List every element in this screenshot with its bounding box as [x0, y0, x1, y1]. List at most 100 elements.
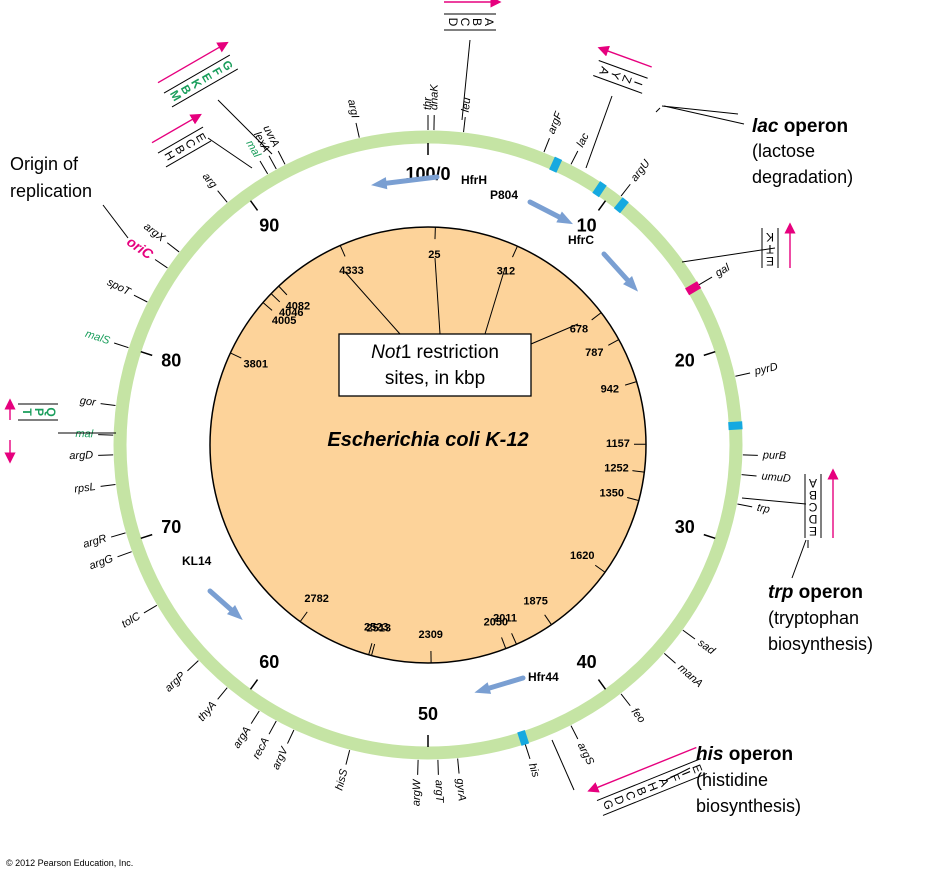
noti-site-label: 1620 — [570, 550, 594, 562]
noti-site-tick — [262, 302, 273, 311]
minute-tick — [249, 200, 259, 211]
origin-pointer — [102, 204, 129, 239]
origin-label-1: Origin of — [10, 154, 79, 174]
minute-tick — [140, 350, 153, 357]
noti-site-label: 2309 — [418, 629, 442, 641]
operon-gene: B — [809, 488, 817, 502]
operon-gene: K — [766, 230, 774, 244]
ring-marker — [728, 421, 743, 431]
noti-site-tick — [278, 285, 288, 296]
gene-tick — [268, 720, 277, 735]
transcription-arrow — [597, 45, 652, 68]
gene-label: argA — [231, 725, 254, 751]
gene-label: arg — [200, 171, 220, 192]
gene-label: gyrA — [454, 778, 468, 802]
minute-label: 80 — [161, 350, 181, 370]
minute-label: 40 — [577, 652, 597, 672]
noti-site-tick — [544, 614, 552, 625]
his-operon-desc2: biosynthesis) — [696, 796, 801, 816]
noti-site-label: 4082 — [286, 300, 310, 312]
gene-tick — [543, 137, 550, 153]
cluster-line — [596, 758, 702, 802]
lac-operon-desc2: degradation) — [752, 167, 853, 187]
transcription-arrow — [157, 41, 229, 84]
gene-label: thr — [422, 96, 434, 110]
noti-site-tick — [512, 245, 518, 258]
gene-tick — [620, 183, 631, 197]
gal-cluster: KTE — [761, 222, 796, 268]
ring-marker — [685, 281, 702, 296]
minute-tick — [140, 533, 153, 540]
operon-leader — [661, 105, 739, 115]
noti-site-label: 2782 — [304, 593, 328, 605]
gene-label: mal — [75, 428, 94, 441]
noti-leader — [484, 267, 506, 335]
gene-tick — [682, 629, 696, 640]
gene-label: his — [526, 762, 542, 780]
noti-site-label: 2513 — [367, 622, 391, 634]
transcription-arrow — [151, 113, 202, 144]
noti-site-label: 25 — [428, 249, 440, 261]
gene-tick — [698, 276, 713, 286]
minute-label: 70 — [161, 517, 181, 537]
gene-tick — [620, 693, 631, 707]
operon-leader — [207, 137, 253, 169]
noti-site-label: 1157 — [606, 438, 630, 450]
minute-label: 20 — [675, 350, 695, 370]
gene-label: argW — [411, 778, 424, 806]
gene-tick — [100, 483, 116, 487]
gene-label: argG — [88, 553, 115, 573]
noti-site-tick — [368, 643, 373, 655]
gene-tick — [287, 729, 295, 744]
operon-gene: C — [808, 500, 817, 514]
gene-label: recA — [250, 736, 271, 762]
noti-site-tick — [591, 312, 602, 321]
gene-label: spoT — [105, 276, 133, 298]
noti-site-label: 1875 — [523, 596, 547, 608]
noti-site-label: 4046 — [279, 307, 303, 319]
gene-label: argD — [69, 449, 93, 462]
minute-label: 50 — [418, 704, 438, 724]
gene-label: rpsL — [74, 481, 97, 496]
noti-site-label: 678 — [570, 324, 588, 336]
operon-gene: Q — [44, 407, 58, 416]
operon-leader — [217, 99, 273, 155]
operon-leader — [681, 247, 776, 263]
operon-gene: I — [679, 769, 693, 777]
hfr-arrow — [480, 675, 526, 693]
gene-label: argV — [270, 744, 291, 772]
gene-tick — [277, 150, 286, 165]
hfr-arrowhead — [227, 605, 243, 620]
minute-label: 30 — [675, 517, 695, 537]
cluster-line — [602, 772, 708, 816]
noti-site-label: 787 — [585, 347, 603, 359]
minute-tick — [597, 200, 607, 211]
gene-tick — [741, 474, 757, 477]
noti-site-label: 4333 — [339, 265, 363, 277]
his-operon-desc1: (histidine — [696, 770, 768, 790]
gene-label: thyA — [196, 699, 219, 724]
gene-tick — [154, 259, 168, 269]
trp-operon-desc1: (tryptophan — [768, 608, 859, 628]
operon-leader — [461, 39, 471, 121]
mal_left-cluster: TPQ — [18, 403, 58, 421]
noti-leader — [344, 271, 401, 335]
hfr-label: HfrH — [461, 173, 487, 187]
chromosome-ring — [113, 130, 743, 760]
operon-leader — [741, 497, 807, 505]
noti-box-line1: Not1 restriction — [371, 342, 499, 363]
gene-label: manA — [675, 662, 705, 690]
hfr-arrowhead — [371, 177, 388, 190]
gene-tick — [187, 660, 199, 672]
gene-label: pyrD — [753, 361, 779, 378]
ring-marker — [613, 197, 629, 214]
hfr-arrow — [377, 174, 440, 187]
ring-marker — [549, 156, 563, 173]
noti-site-label: 2523 — [364, 622, 388, 634]
noti-site-tick — [501, 637, 507, 649]
noti-site-label: 2050 — [484, 616, 508, 628]
